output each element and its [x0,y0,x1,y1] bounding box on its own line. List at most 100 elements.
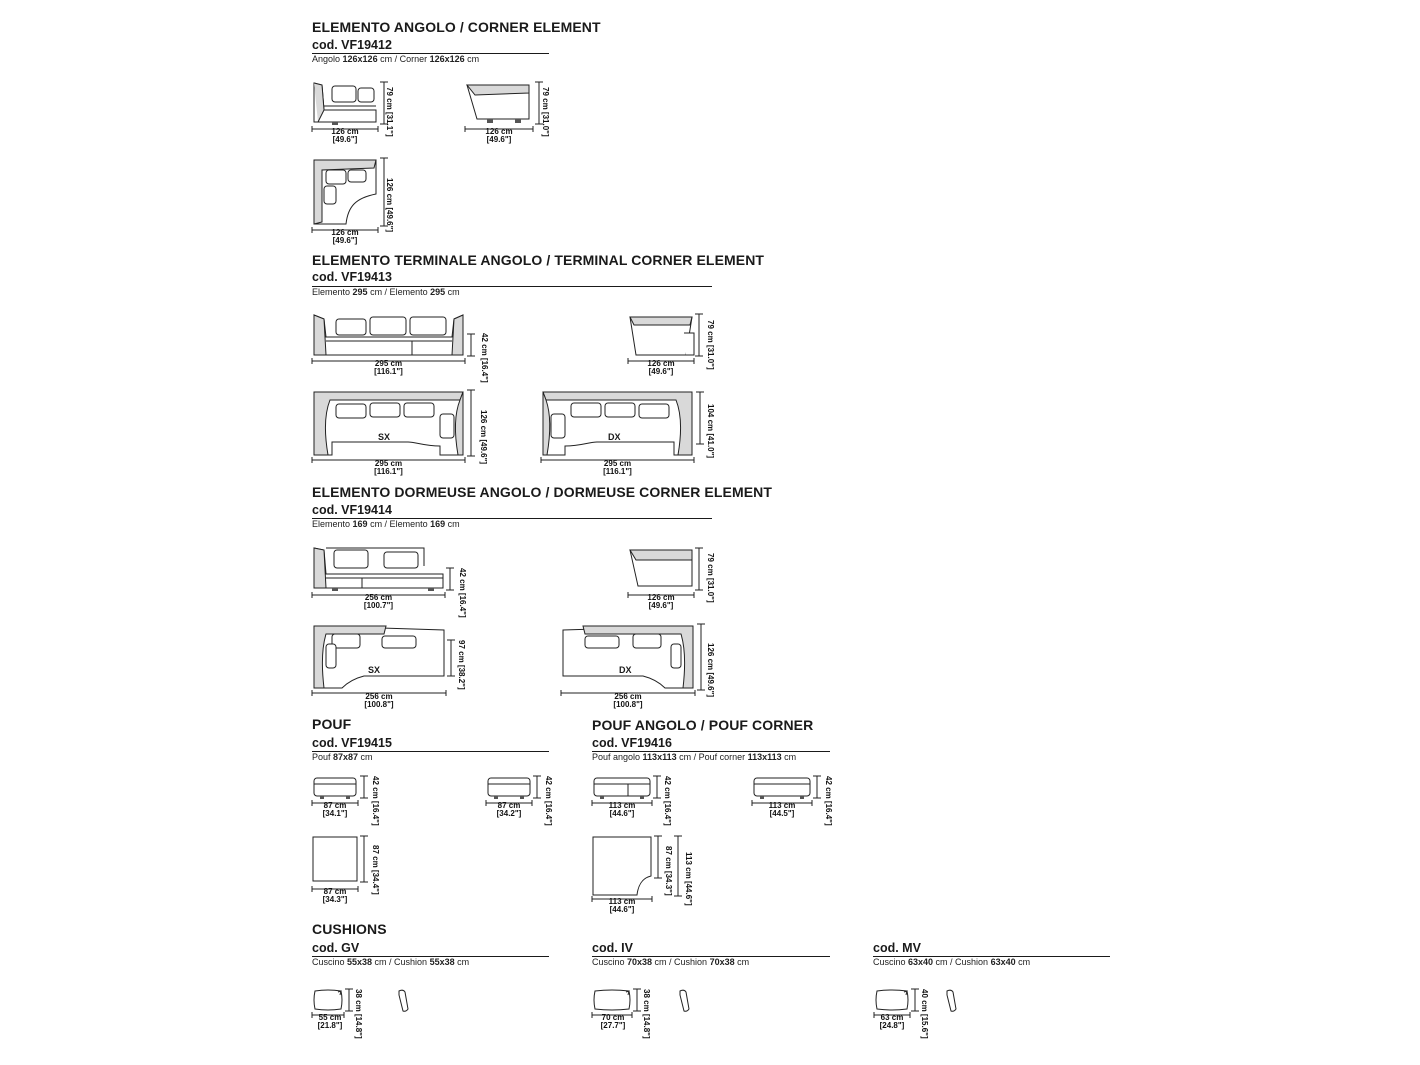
divider [873,956,1110,957]
side-width-dim: 126 cm[49.6"] [647,359,675,376]
front-width-dim: 126 cm[49.6"] [331,127,359,144]
pouf-corner-front-view-drawing [592,776,652,799]
dimension-line [695,548,703,590]
divider [312,286,712,287]
sx-width-dim: 256 cm[100.8"] [364,692,394,709]
dimension-line [696,392,704,444]
cushion-iv-width-dim: 70 cm[27.7"] [600,1013,626,1030]
side-height-dim: 42 cm [16.4"] [824,776,833,826]
cushion-gv-side-drawing [396,989,410,1013]
cushion-iv-front-drawing [592,988,632,1012]
plan-width-dim: 87 cm[34.3"] [322,887,348,904]
pouf-plan-view-drawing [312,836,358,882]
corner-plan-view-drawing [312,158,378,226]
dimension-description-pouf-corner: Pouf angolo 113x113 cm / Pouf corner 113… [592,752,797,762]
dimension-line [592,896,652,902]
cushion-mv-side-drawing [944,989,958,1013]
terminal-side-view-drawing [628,315,694,357]
dormeuse-front-view-drawing [312,546,445,591]
dimension-description-terminal: Elemento 295 cm / Elemento 295 cm [312,287,460,297]
divider [312,751,549,752]
front-height-dim: 42 cm [16.4"] [480,333,489,383]
product-code-pouf-corner: cod. VF19416 [592,736,672,750]
cushion-mv-width-dim: 63 cm[24.8"] [879,1013,905,1030]
divider [592,751,830,752]
dimension-line [695,314,703,356]
sx-width-dim: 295 cm[116.1"] [374,459,403,476]
dimension-line [628,358,694,364]
right-version-label: DX [619,665,632,675]
dimension-line [312,126,378,132]
product-code-cushion-mv: cod. MV [873,941,921,955]
dimension-line [592,1012,632,1018]
cushion-gv-front-drawing [312,988,344,1012]
section-title-cushions: CUSHIONS [312,921,387,937]
dimension-line [312,227,378,233]
dimension-line [752,800,812,806]
front-width-dim: 113 cm[44.6"] [608,801,636,818]
dimension-line [312,457,465,463]
dimension-line [874,1012,910,1018]
side-height-dim: 79 cm [31.0"] [541,87,550,137]
product-code-corner: cod. VF19412 [312,38,392,52]
plan-width-dim: 113 cm[44.6"] [608,897,636,914]
side-height-dim: 42 cm [16.4"] [544,776,553,826]
front-height-dim: 79 cm [31.1"] [385,87,394,137]
terminal-front-view-drawing [312,313,465,357]
cushion-gv-height-dim: 38 cm [14.8"] [354,989,363,1039]
divider [312,956,549,957]
dimension-line [535,82,543,124]
dimension-line [446,568,454,590]
dimension-line [813,776,821,798]
dimension-line [380,82,388,124]
terminal-sx-plan-drawing [312,390,465,457]
dormeuse-dx-plan-drawing [561,624,695,690]
dimension-line [674,836,682,896]
divider [312,53,549,54]
cushion-iv-height-dim: 38 cm [14.8"] [642,989,651,1039]
dx-depth-dim: 104 cm [41.0"] [706,404,715,459]
side-height-dim: 79 cm [31.0"] [706,320,715,370]
front-width-dim: 87 cm[34.1"] [322,801,348,818]
dx-width-dim: 256 cm[100.8"] [613,692,643,709]
plan-depth-dim: 126 cm [49.6"] [385,178,394,233]
dimension-line [312,690,446,696]
dimension-line [312,592,445,598]
dimension-line [312,886,358,892]
right-version-label: DX [608,432,621,442]
dimension-line [312,358,465,364]
front-width-dim: 256 cm[100.7"] [363,593,394,610]
plan-depth-dim: 87 cm [34.4"] [371,845,380,895]
cushion-gv-width-dim: 55 cm[21.8"] [317,1013,343,1030]
product-code-pouf: cod. VF19415 [312,736,392,750]
dx-depth-dim: 126 cm [49.6"] [706,643,715,698]
corner-front-view-drawing [312,80,378,125]
left-version-label: SX [368,665,381,675]
product-code-cushion-gv: cod. GV [312,941,360,955]
dormeuse-sx-plan-drawing [312,624,446,690]
dimension-description-cushion-iv: Cuscino 70x38 cm / Cushion 70x38 cm [592,957,750,967]
left-version-label: SX [378,432,391,442]
dimension-line [628,592,694,598]
front-height-dim: 42 cm [16.4"] [458,568,467,618]
dimension-line [533,776,541,798]
plan-depth-dim: 113 cm [44.6"] [684,852,693,906]
side-height-dim: 79 cm [31.0"] [706,553,715,603]
section-title-terminal: ELEMENTO TERMINALE ANGOLO / TERMINAL COR… [312,252,765,268]
cushion-mv-front-drawing [874,988,910,1012]
dimension-description-cushion-gv: Cuscino 55x38 cm / Cushion 55x38 cm [312,957,470,967]
front-height-dim: 42 cm [16.4"] [371,776,380,826]
dimension-line [312,1012,344,1018]
front-width-dim: 295 cm[116.1"] [374,359,403,376]
dimension-line [467,334,475,356]
cushion-mv-height-dim: 40 cm [15.6"] [920,989,929,1039]
dimension-description-pouf: Pouf 87x87 cm [312,752,373,762]
dimension-line [447,640,455,676]
cushion-iv-side-drawing [677,989,691,1013]
plan-width-dim: 126 cm[49.6"] [331,228,359,245]
dimension-line [697,624,705,690]
product-code-dormeuse: cod. VF19414 [312,503,392,517]
pouf-corner-plan-view-drawing [592,836,652,896]
dimension-description-corner: Angolo 126x126 cm / Corner 126x126 cm [312,54,480,64]
dimension-line [360,776,368,798]
